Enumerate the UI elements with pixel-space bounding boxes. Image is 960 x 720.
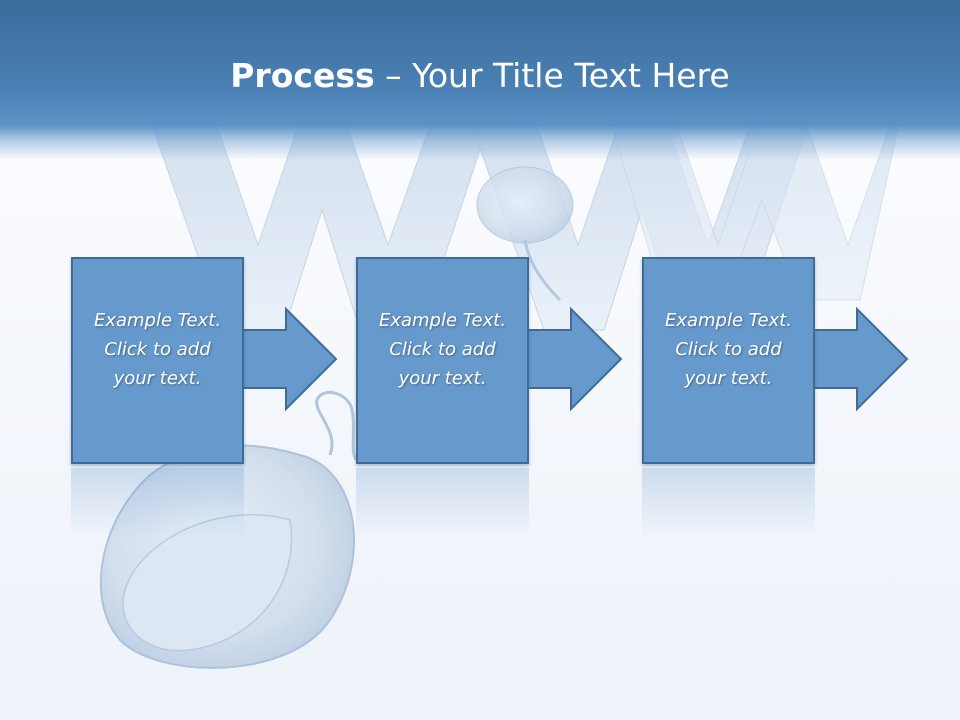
step-text-line: your text.	[398, 368, 487, 389]
title-rest: – Your Title Text Here	[374, 56, 730, 95]
slide-title[interactable]: Process – Your Title Text Here	[0, 54, 960, 98]
step-box-3[interactable]: Example Text. Click to add your text.	[642, 257, 815, 464]
title-bold: Process	[230, 56, 375, 95]
step-text-line: Click to add	[675, 339, 782, 360]
step-text-line: Click to add	[389, 339, 496, 360]
box-reflection	[71, 468, 244, 538]
step-text-line: your text.	[113, 368, 202, 389]
right-arrow-icon	[808, 306, 909, 412]
step-text-1: Example Text. Click to add your text.	[78, 306, 238, 393]
step-text-3: Example Text. Click to add your text.	[649, 306, 809, 393]
right-arrow-icon	[522, 306, 623, 412]
step-box-1[interactable]: Example Text. Click to add your text.	[71, 257, 244, 464]
step-text-2: Example Text. Click to add your text.	[363, 306, 523, 393]
computer-mouse-graphic	[100, 391, 358, 669]
step-text-line: Click to add	[104, 339, 211, 360]
right-arrow-icon	[237, 306, 338, 412]
step-text-line: Example Text.	[664, 310, 793, 331]
title-bar: Process – Your Title Text Here	[0, 0, 960, 160]
box-reflection	[642, 468, 815, 538]
small-mouse-graphic	[476, 166, 574, 302]
step-text-line: Example Text.	[93, 310, 222, 331]
step-text-line: Example Text.	[378, 310, 507, 331]
step-text-line: your text.	[684, 368, 773, 389]
box-reflection	[356, 468, 529, 538]
step-box-2[interactable]: Example Text. Click to add your text.	[356, 257, 529, 464]
